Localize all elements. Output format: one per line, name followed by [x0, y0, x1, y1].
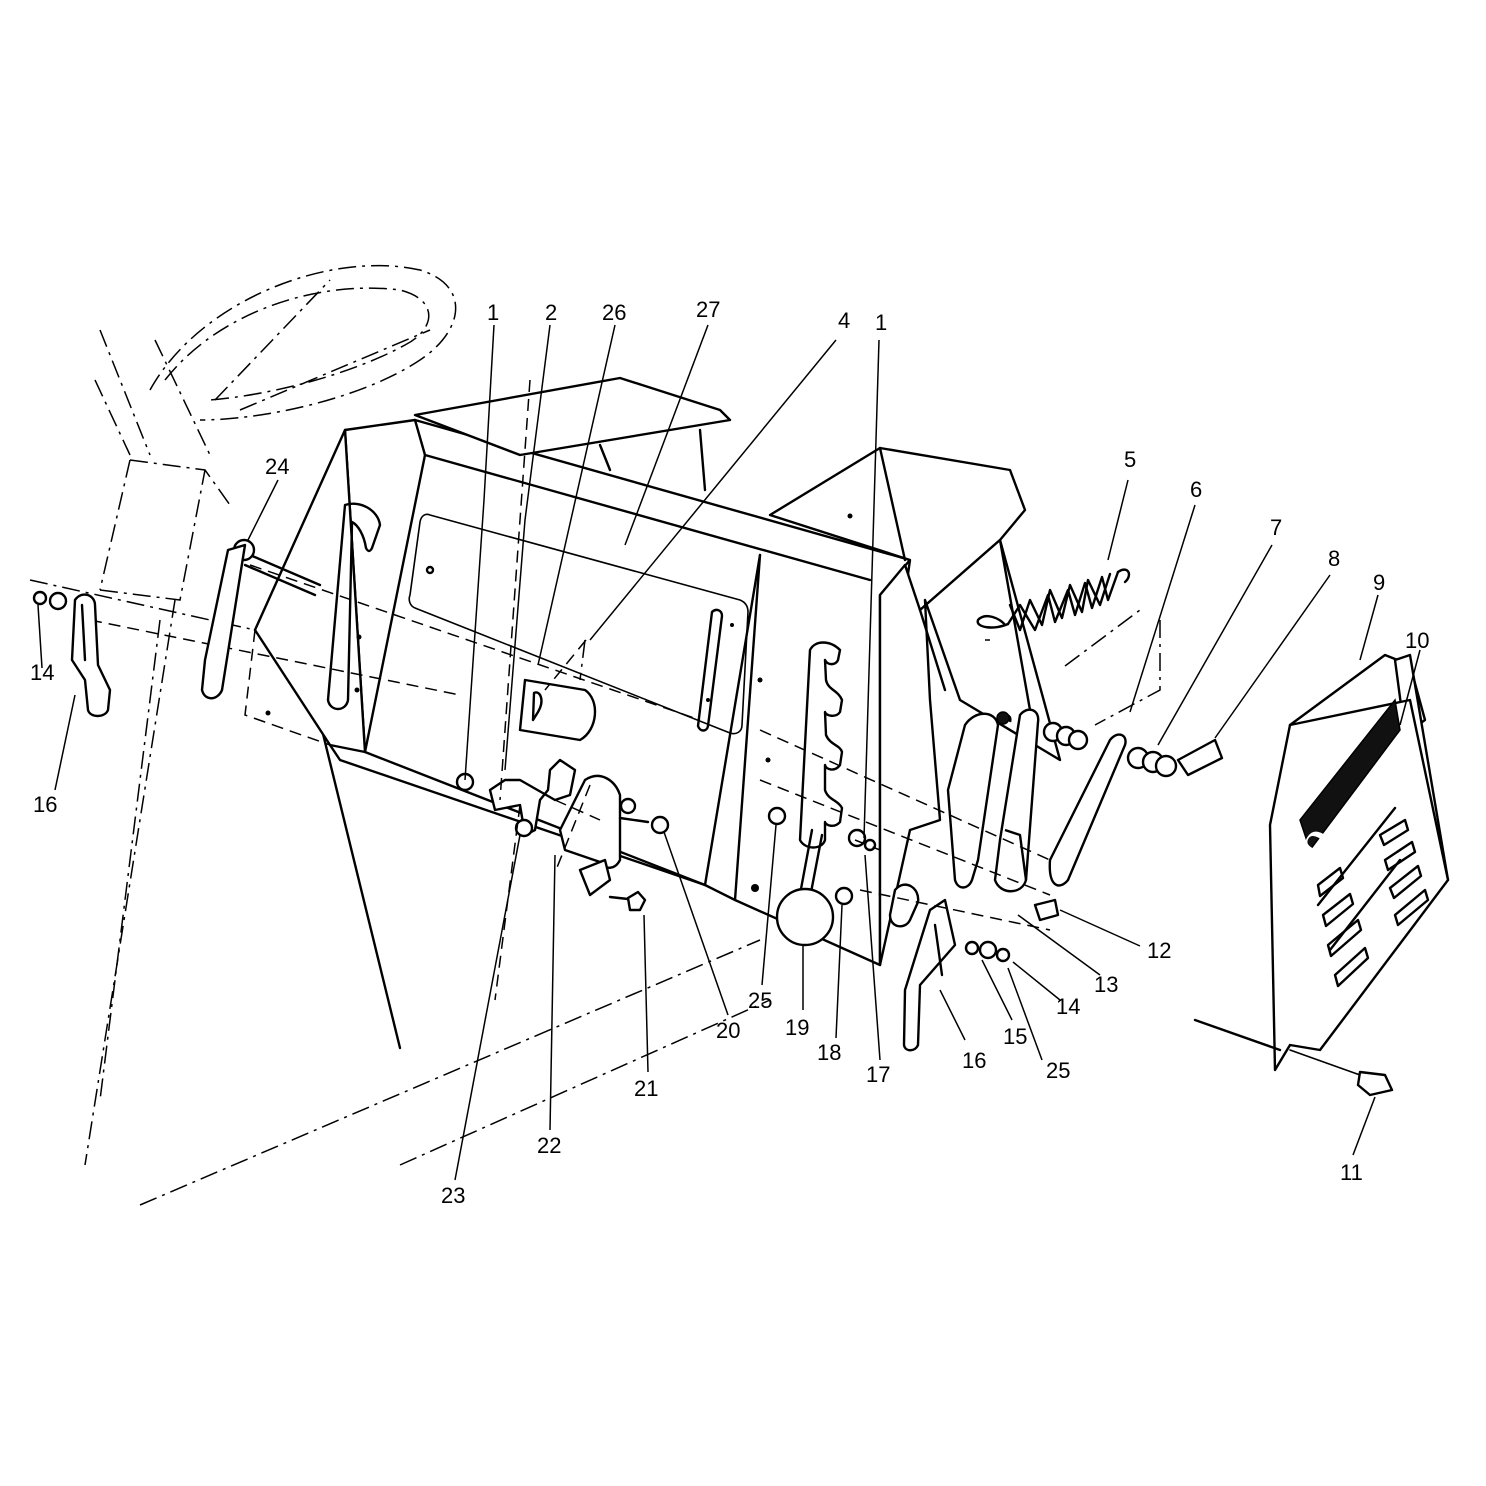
callout-7: 7	[1270, 515, 1282, 540]
callout-labels: 1 2 26 27 4 1 5 6 7 8 9 10 24 14 16 12 1…	[30, 297, 1429, 1208]
callout-25-right: 25	[1046, 1058, 1070, 1083]
callout-17: 17	[866, 1062, 890, 1087]
callout-14-right: 14	[1056, 994, 1080, 1019]
callout-12: 12	[1147, 938, 1171, 963]
callout-16-right: 16	[962, 1048, 986, 1073]
callout-15: 15	[1003, 1024, 1027, 1049]
callout-18: 18	[817, 1040, 841, 1065]
callout-4: 4	[838, 308, 850, 333]
rod-and-bracket	[32, 538, 322, 718]
callout-13: 13	[1094, 972, 1118, 997]
callout-25-left: 25	[748, 988, 772, 1013]
callout-2: 2	[545, 300, 557, 325]
callout-8: 8	[1328, 546, 1340, 571]
callout-22: 22	[537, 1133, 561, 1158]
callout-20: 20	[716, 1018, 740, 1043]
callout-1: 1	[487, 300, 499, 325]
callout-16-left: 16	[33, 792, 57, 817]
callout-24: 24	[265, 454, 289, 479]
callout-27: 27	[696, 297, 720, 322]
vent-slots	[1316, 818, 1430, 988]
side-panel: TO	[1193, 653, 1450, 1097]
callout-11: 11	[1340, 1160, 1363, 1185]
callout-9: 9	[1373, 570, 1385, 595]
callout-26: 26	[602, 300, 626, 325]
spring-linkage	[579, 568, 1224, 1052]
callout-21: 21	[634, 1076, 658, 1101]
left-bracket-group	[455, 678, 877, 912]
leader-lines	[37, 324, 1421, 1181]
callout-19: 19	[785, 1015, 809, 1040]
callout-10: 10	[1405, 628, 1429, 653]
callout-5: 5	[1124, 447, 1136, 472]
dash-panel	[253, 376, 912, 967]
callout-6: 6	[1190, 477, 1202, 502]
pedestal-tower	[768, 446, 1062, 967]
callout-1-right: 1	[875, 310, 887, 335]
callout-14-left: 14	[30, 660, 54, 685]
callout-23: 23	[441, 1183, 465, 1208]
